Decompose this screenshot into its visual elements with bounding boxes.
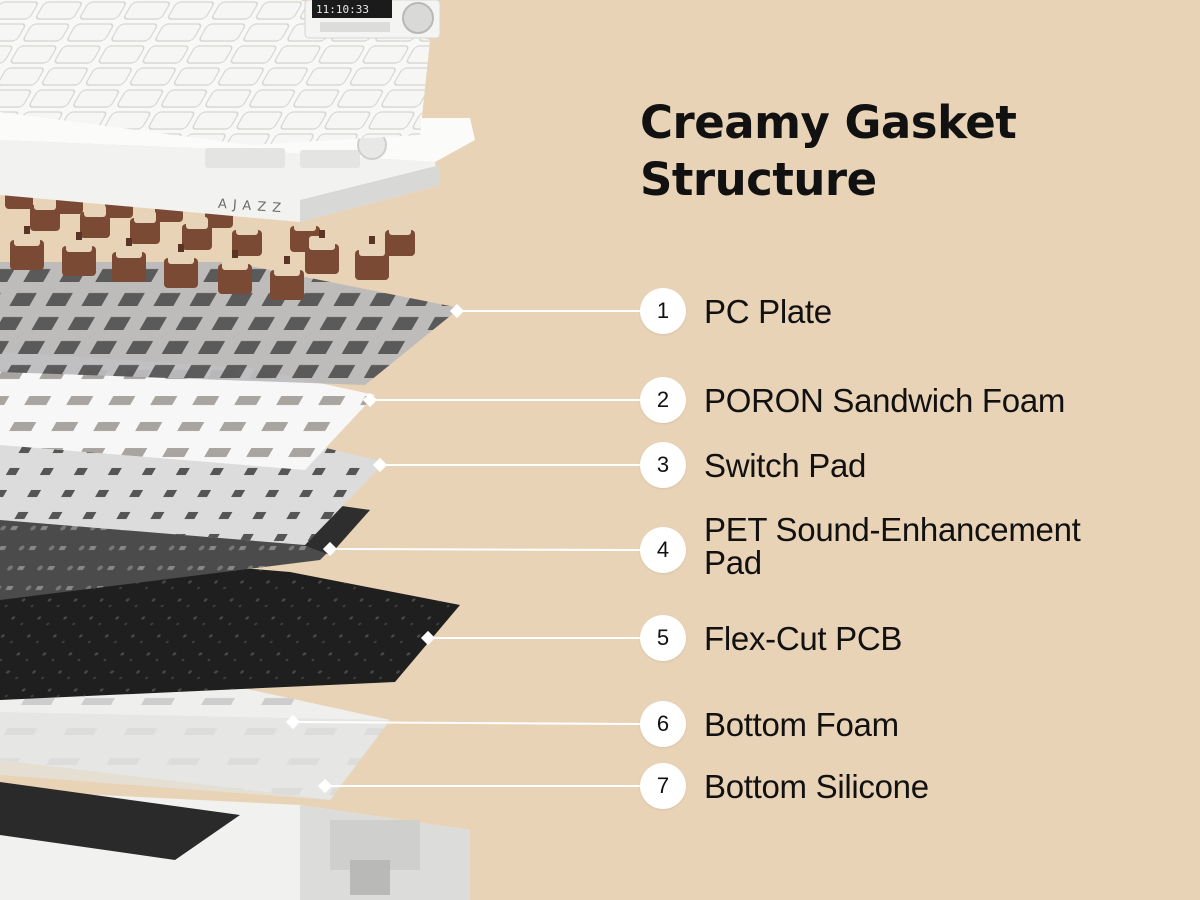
leader-line-6 xyxy=(292,721,642,725)
layer-number-badge: 6 xyxy=(640,701,686,747)
anchor-diamond-3 xyxy=(372,457,388,473)
layer-number-badge: 1 xyxy=(640,288,686,334)
anchor-diamond-2 xyxy=(362,392,378,408)
layer-label: PET Sound-Enhancement Pad xyxy=(704,511,1081,581)
anchor-diamond-1 xyxy=(449,303,465,319)
anchor-diamond-4 xyxy=(322,541,338,557)
pcb-layer xyxy=(0,548,460,700)
bottom-silicone-layer xyxy=(0,782,240,860)
anchor-diamond-6 xyxy=(285,714,301,730)
brand-logo: AJAZZ xyxy=(217,197,287,217)
layer-label: Bottom Silicone xyxy=(704,767,929,805)
layer-number-badge: 3 xyxy=(640,442,686,488)
screen-clock: 11:10:33 xyxy=(316,3,369,16)
layer-label: Bottom Foam xyxy=(704,705,899,743)
page-title: Creamy Gasket Structure xyxy=(640,96,1017,206)
layer-label: PC Plate xyxy=(704,292,832,330)
anchor-diamond-5 xyxy=(420,630,436,646)
screen-module: 11:10:33 xyxy=(304,0,441,39)
leader-lines xyxy=(285,303,642,794)
layer-number-badge: 4 xyxy=(640,527,686,573)
layer-label: Flex-Cut PCB xyxy=(704,619,903,657)
anchor-diamond-7 xyxy=(317,778,333,794)
layer-label: Switch Pad xyxy=(704,446,867,484)
layer-number-badge: 5 xyxy=(640,615,686,661)
layer-number-badge: 7 xyxy=(640,763,686,809)
layer-label: PORON Sandwich Foam xyxy=(704,381,1066,419)
switches-layer xyxy=(5,185,415,300)
leader-line-4 xyxy=(329,548,642,551)
layer-number-badge: 2 xyxy=(640,377,686,423)
pc-plate-layer xyxy=(0,262,460,385)
